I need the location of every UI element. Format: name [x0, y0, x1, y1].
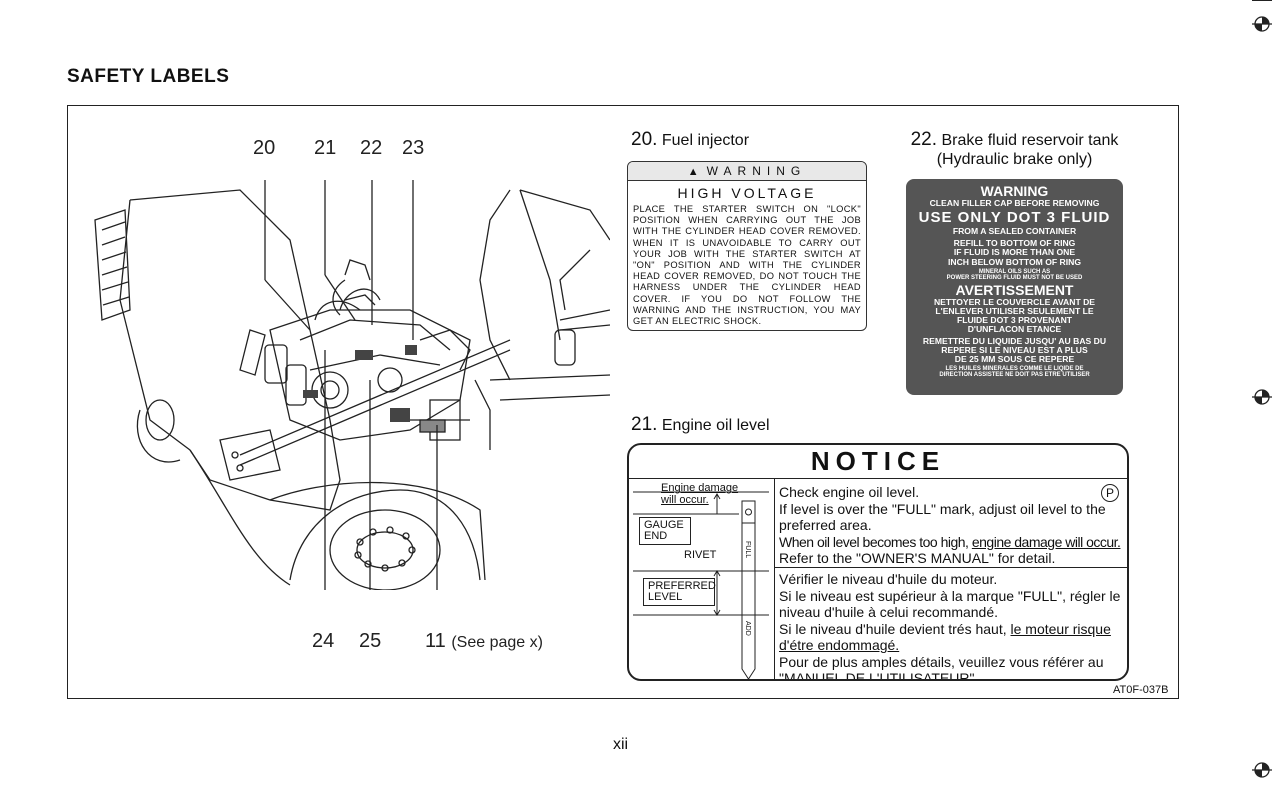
- engine-damage-note: Engine damage will occur.: [661, 482, 739, 506]
- brake-label-line: DE 25 MM SOUS CE REPERE: [954, 353, 1075, 364]
- fuel-injector-caption: 20. Fuel injector: [631, 129, 750, 150]
- notice-header: NOTICE: [810, 446, 946, 476]
- engine-oil-caption: 21. Engine oil level: [631, 414, 770, 435]
- brake-label-line: REPERE SI LE NIVEAU EST A PLUS: [941, 344, 1088, 355]
- registration-mark-icon: [1252, 389, 1272, 405]
- callout-24: 24: [312, 630, 335, 652]
- page-title: SAFETY LABELS: [67, 66, 230, 87]
- brake-label-line: WARNING: [980, 183, 1049, 199]
- notice-line: Si le niveau d'huile devient trés haut, …: [779, 620, 1111, 654]
- brake-label-line: USE ONLY DOT 3 FLUID: [918, 208, 1111, 226]
- brake-label-line: AVERTISSEMENT: [955, 282, 1074, 299]
- callout-11: 11 (See page x): [425, 630, 543, 652]
- rivet-label: RIVET: [684, 549, 717, 561]
- brake-label-line: DIRECTION ASSISTEE NE DOIT PAS ETRE UTIL…: [939, 372, 1090, 379]
- notice-line: When oil level becomes too high, engine …: [779, 533, 1121, 550]
- callout-23: 23: [402, 137, 425, 159]
- page-number: xii: [613, 736, 629, 753]
- figure-frame: [67, 105, 1179, 699]
- brake-fluid-caption: 22. Brake fluid reservoir tank(Hydraulic…: [910, 129, 1119, 168]
- callout-22: 22: [360, 137, 383, 159]
- warning-header: ▲WARNING: [628, 162, 866, 181]
- registration-mark-icon: [1252, 762, 1272, 778]
- see-page-note: (See page x): [451, 634, 543, 651]
- fuel-injector-warning-label: ▲WARNING HIGH VOLTAGE PLACE THE STARTER …: [627, 161, 867, 331]
- callout-25: 25: [359, 630, 382, 652]
- notice-line: If level is over the "FULL" mark, adjust…: [779, 500, 1106, 534]
- warning-body: PLACE THE STARTER SWITCH ON "LOCK" POSIT…: [633, 204, 861, 327]
- full-mark: FULL: [744, 541, 751, 559]
- brake-label-line: D'UNFLACON ETANCE: [967, 323, 1062, 334]
- callout-21: 21: [314, 137, 337, 159]
- p-symbol-icon: P: [1101, 484, 1119, 502]
- brake-label-line: IF FLUID IS MORE THAN ONE: [953, 247, 1076, 258]
- notice-english-text: Check engine oil level. If level is over…: [779, 484, 1121, 567]
- brake-label-line: FROM A SEALED CONTAINER: [952, 226, 1077, 237]
- crop-mark: [1252, 0, 1272, 1]
- notice-divider: [774, 479, 775, 679]
- warning-triangle-icon: ▲: [687, 166, 699, 178]
- gauge-end-box: GAUGE END: [639, 517, 691, 545]
- notice-line: Vérifier le niveau d'huile du moteur.: [779, 571, 998, 587]
- brake-label-line: CLEAN FILLER CAP BEFORE REMOVING: [929, 197, 1100, 208]
- brake-label-line: L'ENLEVER UTILISER SEULEMENT LE: [935, 305, 1094, 316]
- brake-label-line: FLUIDE DOT 3 PROVENANT: [956, 314, 1073, 325]
- add-mark: ADD: [744, 621, 751, 636]
- brake-label-line: NETTOYER LE COUVERCLE AVANT DE: [933, 296, 1096, 307]
- brake-fluid-label: WARNING CLEAN FILLER CAP BEFORE REMOVING…: [906, 179, 1123, 395]
- brake-label-line: MINERAL OILS SUCH AS: [978, 268, 1051, 275]
- truck-engine-illustration: [94, 180, 610, 590]
- high-voltage-headline: HIGH VOLTAGE: [677, 185, 817, 201]
- notice-line: Pour de plus amples détails, veuillez vo…: [779, 653, 1104, 681]
- notice-line: Si le niveau est supérieur à la marque "…: [779, 587, 1121, 621]
- brake-label-line: LES HUILES MINERALES COMME LE LIQIDE DE: [945, 365, 1084, 372]
- notice-separator: [774, 567, 1127, 568]
- notice-line: Check engine oil level.: [779, 484, 920, 500]
- callout-20: 20: [253, 137, 276, 159]
- figure-code: AT0F-037B: [1113, 684, 1169, 696]
- notice-line: Refer to the "OWNER'S MANUAL" for detail…: [779, 550, 1056, 566]
- brake-label-line: REFILL TO BOTTOM OF RING: [953, 238, 1076, 249]
- registration-mark-icon: [1252, 16, 1272, 32]
- brake-label-line: INCH BELOW BOTTOM OF RING: [947, 256, 1082, 267]
- notice-body: Engine damage will occur. GAUGE END RIVE…: [629, 478, 1127, 681]
- notice-french-text: Vérifier le niveau d'huile du moteur. Si…: [779, 571, 1121, 681]
- brake-label-line: POWER STEERING FLUID MUST NOT BE USED: [946, 274, 1083, 281]
- preferred-level-box: PREFERRED LEVEL: [643, 578, 716, 606]
- dipstick-diagram: [633, 491, 769, 679]
- brake-label-line: REMETTRE DU LIQUIDE JUSQU' AU BAS DU: [922, 335, 1107, 346]
- engine-oil-notice-label: NOTICE Engine damage will occur.: [627, 443, 1129, 681]
